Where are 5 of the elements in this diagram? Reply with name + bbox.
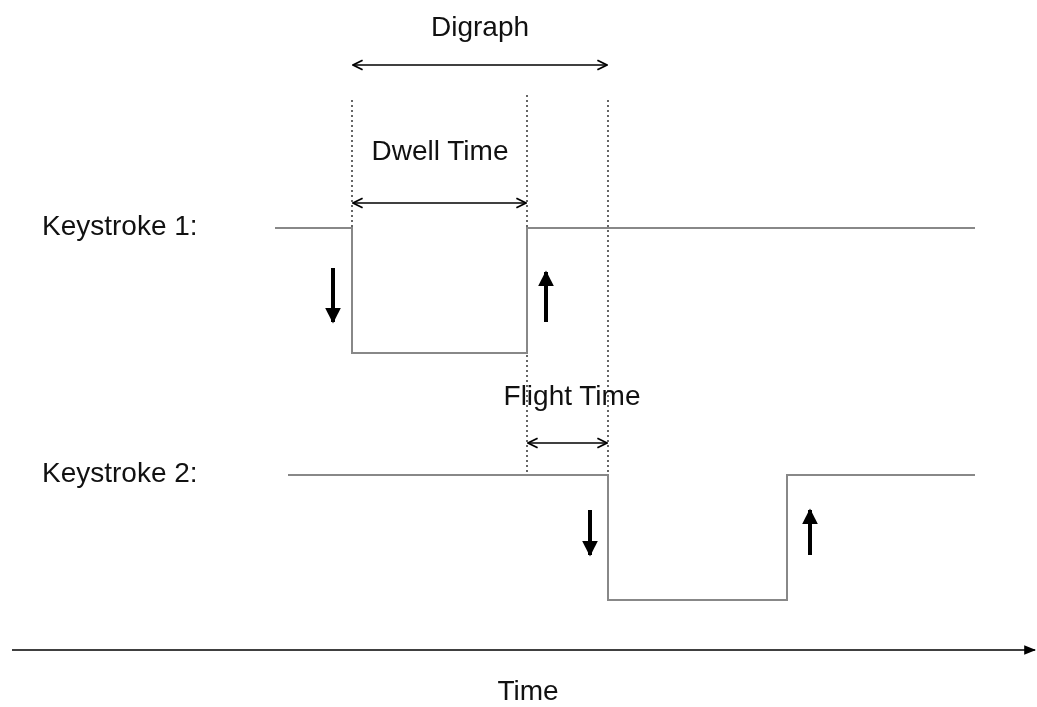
axis-label: Time	[497, 676, 559, 707]
row-label: Keystroke 2:	[42, 458, 198, 489]
dimension-label: Flight Time	[503, 381, 641, 412]
dimension-label: Digraph	[430, 12, 530, 43]
row-label: Keystroke 1:	[42, 211, 198, 242]
